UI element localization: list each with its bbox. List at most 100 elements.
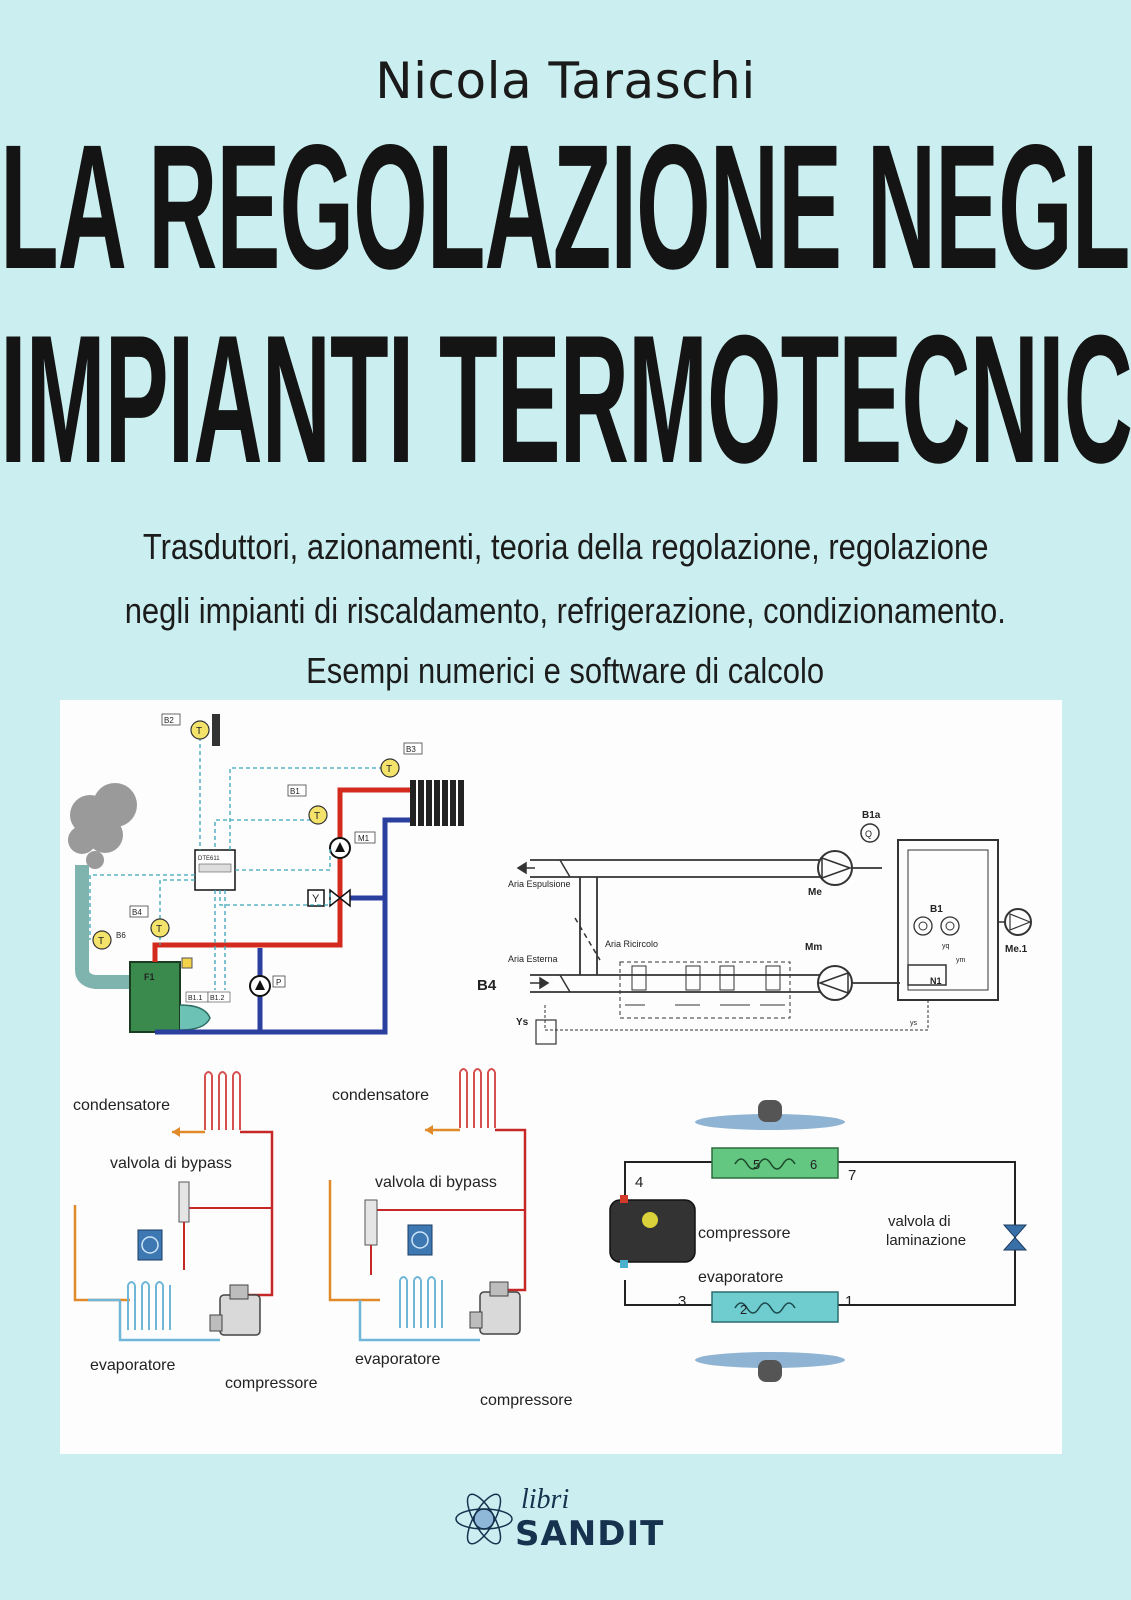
fan-me-label: Me: [808, 887, 822, 898]
bypass-label-2: valvola di bypass: [375, 1174, 497, 1191]
point-7-label: 7: [848, 1167, 856, 1184]
terminal-b12: B1.2: [210, 995, 225, 1002]
fan-mm-label: Mm: [805, 942, 822, 953]
evaporator-coil-2: [399, 1276, 443, 1328]
expansion-valve-icon: [1002, 1224, 1028, 1251]
svg-text:B4: B4: [132, 908, 142, 917]
ym-label: ym: [956, 957, 966, 964]
valve-label-line2: laminazione: [886, 1232, 966, 1249]
bypass-label-1: valvola di bypass: [110, 1155, 232, 1172]
compressor-label-1: compressore: [225, 1375, 318, 1392]
svg-text:B1: B1: [290, 787, 300, 796]
compressor-label-2: compressore: [480, 1392, 573, 1409]
evaporator-label-2: evaporatore: [355, 1351, 440, 1368]
temp-sensor-b4: T B4: [129, 905, 170, 938]
valve-label-line1: valvola di: [888, 1213, 951, 1230]
temp-sensor-b1: T B1: [287, 784, 328, 825]
ys-signal-label: ys: [910, 1020, 918, 1027]
refrigeration-cycle: 4 7 5 6 3 1 2 compressore evaporatore va…: [609, 1100, 1028, 1382]
bypass-valve-icon-2: [364, 1199, 378, 1246]
air-handling-labels: Aria Espulsione Aria Ricircolo Aria Este…: [477, 810, 1028, 1028]
publisher-logo: libri SANDIT: [453, 1480, 683, 1560]
temp-sensor-b2: T B2: [161, 713, 220, 746]
temp-sensor-b3: T B3: [380, 742, 423, 778]
author-name: Nicola Taraschi: [375, 52, 756, 110]
burner-icon: [179, 1004, 211, 1031]
compressor-icon-1: [209, 1284, 261, 1336]
recirc-air-label: Aria Ricircolo: [605, 939, 658, 949]
sensor-b1-label: B1: [930, 904, 943, 915]
title-line-2: IMPIANTI TERMOTECNICI: [0, 298, 1131, 502]
cycle-evaporator-label: evaporatore: [698, 1269, 783, 1286]
ys-label: Ys: [516, 1017, 529, 1028]
cold-return-pipe: [155, 817, 410, 1035]
damper-actuator: [535, 1019, 557, 1045]
atom-icon: [455, 1493, 513, 1545]
point-5-label: 5: [753, 1157, 760, 1172]
pump-label: P: [276, 978, 281, 987]
bypass-diagram-1: condensatore valvola di bypass evaporato…: [73, 1071, 318, 1392]
exhaust-arrow-icon: [516, 861, 535, 875]
temp-sensor-b6: T B6: [92, 930, 126, 950]
outdoor-air-label: Aria Esterna: [508, 954, 558, 964]
fan-me1-icon: [1004, 908, 1032, 936]
condenser-label-2: condensatore: [332, 1087, 429, 1104]
condenser-coil-2: [459, 1068, 496, 1128]
boiler: [129, 961, 181, 1033]
fan-me1-label: Me.1: [1005, 944, 1028, 955]
smoke-icon: [68, 783, 137, 869]
intake-arrow-icon: [530, 976, 550, 990]
subtitle-line-3: Esempi numerici e software di calcolo: [306, 650, 825, 691]
svg-text:T: T: [156, 924, 162, 935]
n1-label: N1: [930, 976, 942, 986]
sensor-b1a-label: B1a: [862, 810, 881, 821]
signal-lines: [89, 730, 390, 990]
publisher-name: SANDIT: [515, 1514, 665, 1554]
radiator-icon: [410, 780, 464, 826]
coil-bank: [625, 965, 785, 1006]
point-6-label: 6: [810, 1157, 817, 1172]
cycle-compressor-label: compressore: [698, 1225, 791, 1242]
point-4-label: 4: [635, 1174, 643, 1191]
subtitle-line-2: negli impianti di riscaldamento, refrige…: [124, 590, 1007, 631]
hot-supply-pipe: [152, 787, 410, 962]
bypass-valve-icon-1: [178, 1181, 190, 1223]
svg-text:B2: B2: [164, 716, 174, 725]
exhaust-fan-icon: [817, 850, 853, 886]
boiler-label: F1: [144, 972, 155, 982]
svg-text:T: T: [314, 811, 320, 822]
evaporator-unit: [711, 1291, 839, 1323]
heating-diagram: F1 M1 Y P DTE611: [68, 713, 464, 1035]
svg-text:B3: B3: [406, 745, 416, 754]
condenser-unit: [711, 1147, 839, 1179]
valve-label: Y: [312, 893, 320, 905]
compressor-icon-2: [469, 1281, 521, 1335]
bypass-diagram-2: condensatore valvola di bypass evaporato…: [328, 1068, 573, 1409]
compressor-unit: [609, 1195, 696, 1268]
air-handling-diagram: Q: [516, 823, 1032, 1045]
svg-text:B6: B6: [116, 931, 126, 940]
controller-label: DTE611: [198, 856, 220, 862]
subtitle-line-1: Trasduttori, azionamenti, teoria della r…: [142, 526, 989, 567]
terminal-b11: B1.1: [188, 995, 203, 1002]
illustration-panel: F1 M1 Y P DTE611: [60, 700, 1062, 1454]
evaporator-label-1: evaporatore: [90, 1357, 175, 1374]
supply-fan-icon: [817, 965, 853, 1001]
point-1-label: 1: [845, 1293, 853, 1310]
point-2-label: 2: [740, 1302, 747, 1317]
sensor-b4-label: B4: [477, 977, 497, 994]
title-line-1: LA REGOLAZIONE NEGLI: [0, 108, 1131, 307]
svg-text:Q: Q: [865, 829, 872, 839]
publisher-prefix: libri: [521, 1484, 570, 1515]
control-panel: [897, 839, 999, 1001]
chimney-pipe: [75, 865, 140, 989]
condenser-coil-1: [204, 1071, 241, 1130]
evaporator-coil-1: [127, 1281, 171, 1330]
svg-text:T: T: [196, 726, 202, 737]
point-3-label: 3: [678, 1293, 686, 1310]
svg-text:T: T: [98, 936, 104, 947]
boiler-sensor: [181, 957, 193, 969]
condenser-label-1: condensatore: [73, 1097, 170, 1114]
valve-actuator: [307, 889, 325, 907]
motor-label: M1: [358, 834, 370, 843]
